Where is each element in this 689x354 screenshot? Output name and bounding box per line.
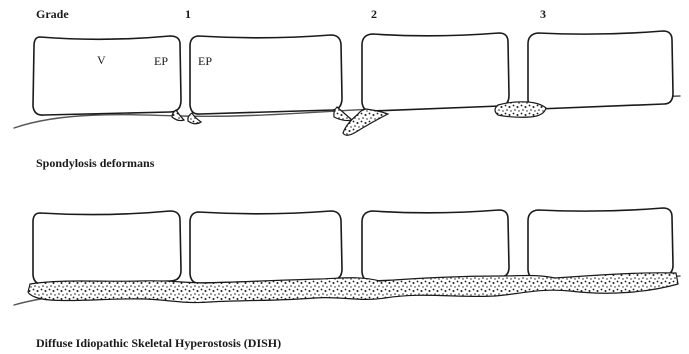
osteophyte-grade-1 bbox=[172, 110, 184, 121]
spondylosis-panel bbox=[14, 31, 680, 135]
grade-2-label: 2 bbox=[371, 7, 377, 21]
endplate-label-left: EP bbox=[154, 54, 168, 68]
osteophyte-grade-2 bbox=[343, 109, 388, 135]
vertebral-body bbox=[33, 211, 181, 284]
osteophyte-grade-2 bbox=[334, 107, 352, 121]
osteophyte-grade-3-bridge bbox=[495, 102, 546, 117]
vertebral-body bbox=[190, 35, 342, 114]
vertebral-body bbox=[362, 210, 509, 281]
endplate-label-right: EP bbox=[198, 54, 212, 68]
spondylosis-caption: Spondylosis deformans bbox=[36, 156, 154, 170]
vertebral-body bbox=[190, 211, 342, 283]
grade-3-label: 3 bbox=[540, 7, 546, 21]
vertebral-body bbox=[528, 208, 673, 279]
grade-1-label: 1 bbox=[185, 7, 191, 21]
vertebral-body bbox=[528, 31, 673, 109]
vertebra-label: V bbox=[97, 53, 106, 67]
vertebral-body bbox=[362, 33, 509, 111]
vertebral-body bbox=[33, 36, 181, 115]
grade-label: Grade bbox=[36, 7, 69, 21]
dish-panel bbox=[14, 208, 680, 305]
dish-caption: Diffuse Idiopathic Skeletal Hyperostosis… bbox=[36, 336, 281, 350]
